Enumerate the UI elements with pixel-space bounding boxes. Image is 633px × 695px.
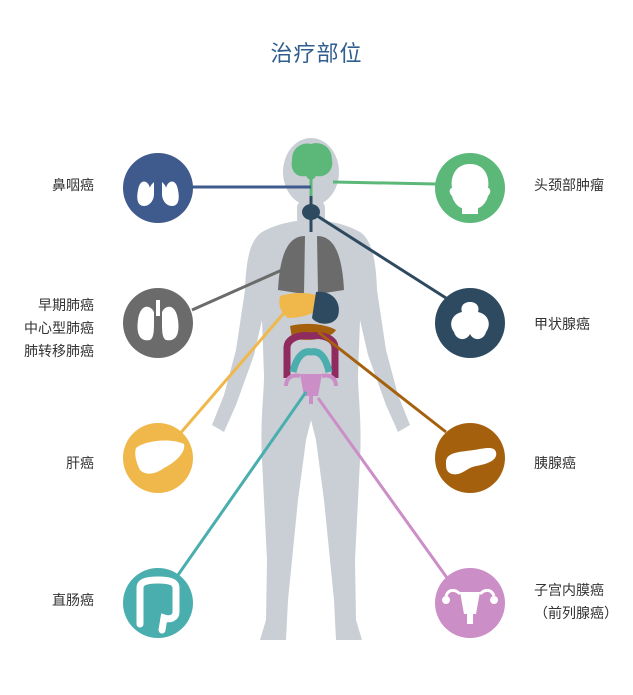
connector-lines xyxy=(176,180,452,583)
label-head-neck: 头颈部肿瘤 xyxy=(534,175,604,198)
rectal-circle xyxy=(123,568,193,638)
label-liver: 肝癌 xyxy=(66,453,94,476)
head-neck-circle xyxy=(435,153,505,223)
label-thyroid-text: 甲状腺癌 xyxy=(534,317,590,333)
label-uterine-line-2: （前列腺癌） xyxy=(534,606,618,622)
label-pancreas: 胰腺癌 xyxy=(534,453,576,476)
nasopharynx-circle xyxy=(123,153,193,223)
label-thyroid: 甲状腺癌 xyxy=(534,314,590,337)
lungs-icon xyxy=(137,168,179,206)
label-liver-text: 肝癌 xyxy=(66,456,94,472)
lung-icon xyxy=(137,300,179,341)
lung-circle xyxy=(123,288,193,358)
uterus-organ xyxy=(300,374,322,396)
uterine-circle xyxy=(435,568,505,638)
label-rectal: 直肠癌 xyxy=(52,590,94,613)
liver-circle xyxy=(123,423,193,493)
brain-organ xyxy=(291,143,333,180)
label-pancreas-text: 胰腺癌 xyxy=(534,456,576,472)
thyroid-icon xyxy=(451,302,489,340)
label-head-neck-text: 头颈部肿瘤 xyxy=(534,178,604,194)
label-rectal-text: 直肠癌 xyxy=(52,593,94,609)
label-nasopharynx: 鼻咽癌 xyxy=(52,175,94,198)
pancreas-icon xyxy=(446,448,497,475)
label-lung-line-2: 中心型肺癌 xyxy=(24,321,94,337)
thyroid-circle xyxy=(435,288,505,358)
uterus-icon xyxy=(442,588,498,624)
stomach-organ xyxy=(312,291,339,324)
colon-icon xyxy=(136,576,180,634)
label-uterine: 子宫内膜癌 （前列腺癌） xyxy=(534,580,618,626)
label-uterine-line-1: 子宫内膜癌 xyxy=(534,583,604,599)
label-nasopharynx-text: 鼻咽癌 xyxy=(52,178,94,194)
label-lung-line-3: 肺转移肺癌 xyxy=(24,344,94,360)
head-icon xyxy=(449,164,491,214)
liver-icon xyxy=(135,440,185,474)
organs xyxy=(278,143,344,404)
lungs-organ xyxy=(278,236,305,294)
label-lung-line-1: 早期肺癌 xyxy=(38,298,94,314)
label-lung: 早期肺癌 中心型肺癌 肺转移肺癌 xyxy=(24,295,94,364)
pancreas-circle xyxy=(435,423,505,493)
diagram-title: 治疗部位 xyxy=(270,42,363,67)
